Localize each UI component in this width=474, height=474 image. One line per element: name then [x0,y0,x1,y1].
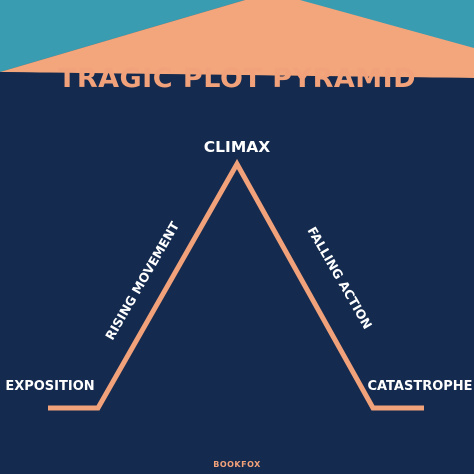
climax-label: CLIMAX [204,138,270,156]
catastrophe-label: CATASTROPHE [367,379,472,394]
page-title: TRAGIC PLOT PYRAMID [58,63,416,94]
credit-label: BOOKFOX [213,460,261,469]
navy-overlap-shape [0,72,474,92]
peach-band-shape [0,0,474,78]
exposition-label: EXPOSITION [5,379,94,394]
plot-pyramid-line [48,158,424,411]
teal-top-right-shape [300,0,474,48]
